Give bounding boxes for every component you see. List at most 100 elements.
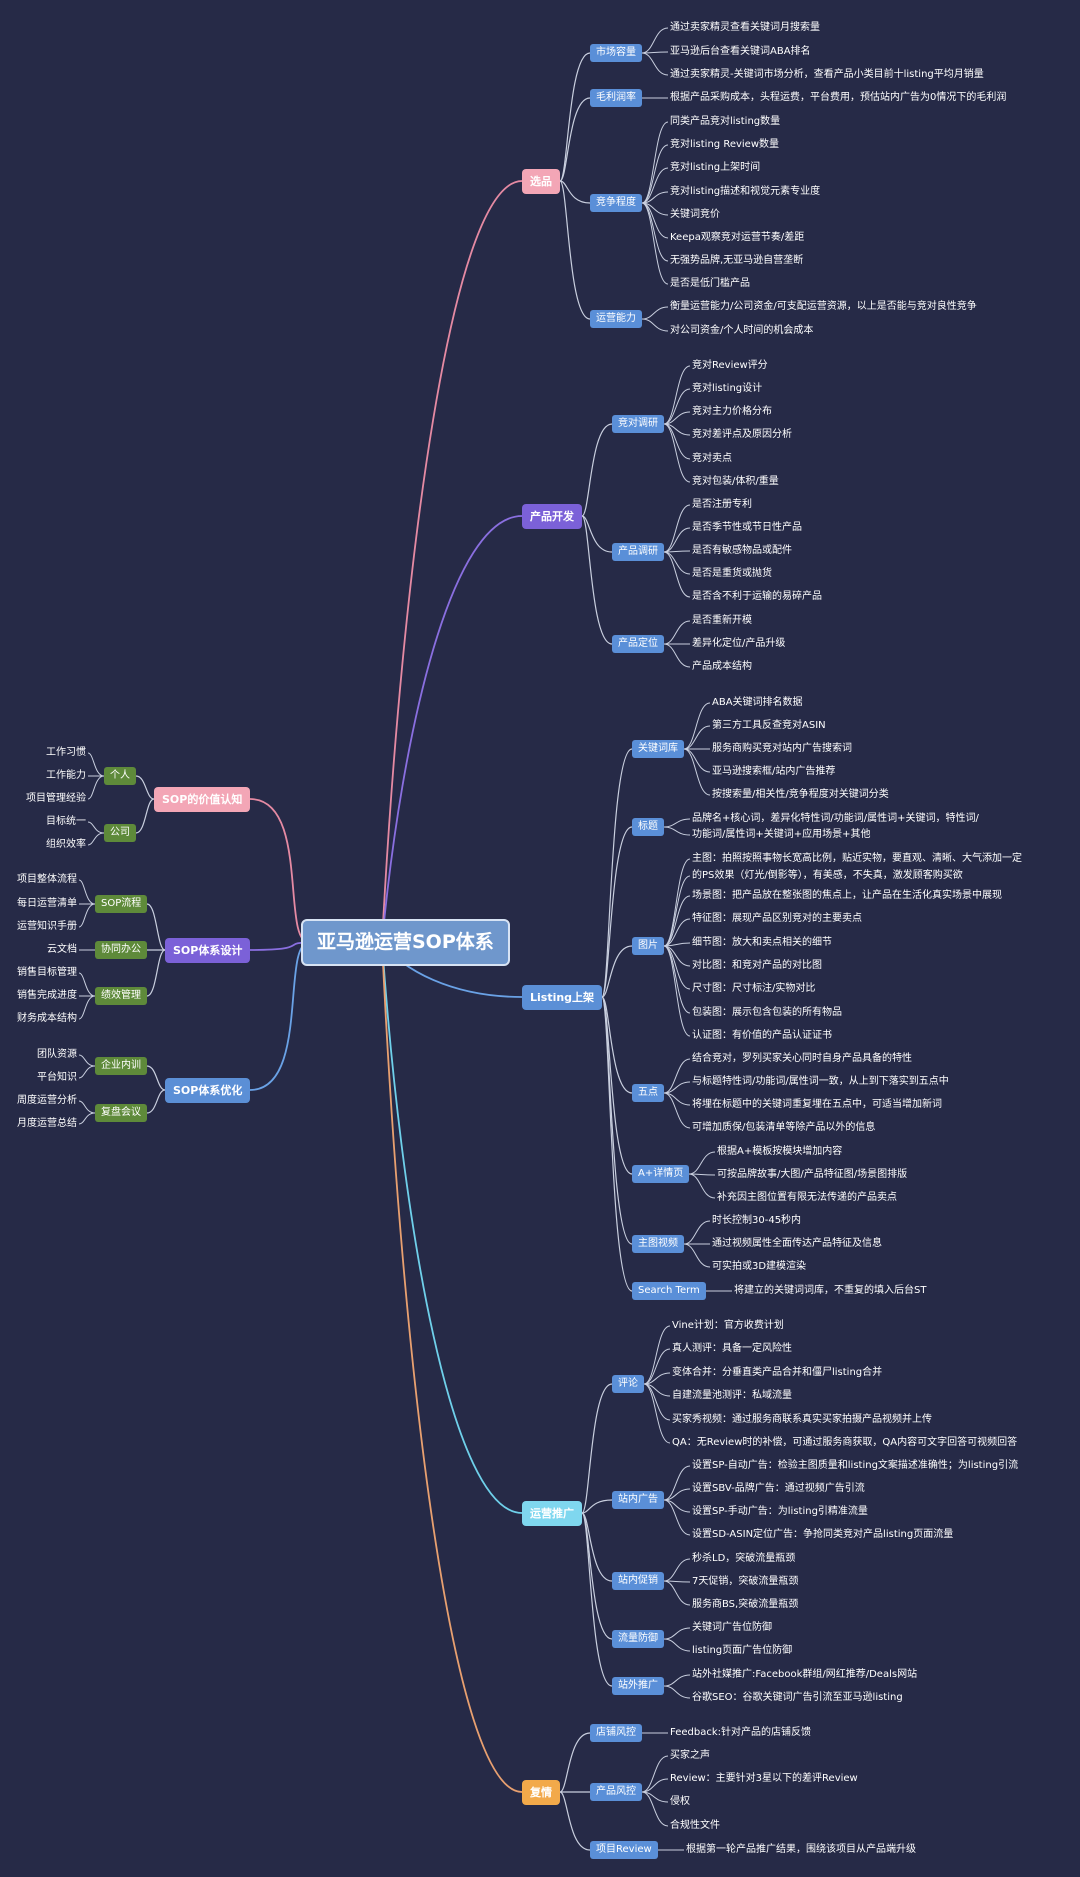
sub-topic-kaifa-2[interactable]: 产品定位 (612, 635, 664, 653)
connector-tuiguang-0-5 (643, 1383, 671, 1444)
connector-tuiguang-2-0 (663, 1558, 691, 1582)
leaf-listing-2-1: 的PS效果（灯光/倒影等），有美感，不失真，激发顾客购买欲 (692, 870, 963, 881)
leaf-kaifa-0-3: 竞对差评点及原因分析 (692, 429, 792, 440)
sub-topic-youhua-0[interactable]: 企业内训 (95, 1057, 147, 1075)
sub-topic-listing-1[interactable]: 标题 (632, 818, 664, 836)
leaf-xuanpin-2-0: 同类产品竞对listing数量 (670, 116, 781, 127)
sub-topic-kaifa-1[interactable]: 产品调研 (612, 543, 664, 561)
sub-topic-tuiguang-1[interactable]: 站内广告 (612, 1491, 664, 1509)
sub-topic-listing-6[interactable]: Search Term (632, 1282, 706, 1300)
leaf-listing-5-1: 通过视频属性全面传达产品特征及信息 (712, 1238, 882, 1249)
main-topic-sheji[interactable]: SOP体系设计 (165, 937, 251, 963)
main-topic-listing[interactable]: Listing上架 (522, 984, 603, 1010)
leaf-youhua-0-0: 团队资源 (37, 1049, 77, 1060)
sub-topic-listing-0[interactable]: 关键词库 (632, 740, 684, 758)
sub-topic-sheji-1[interactable]: 协同办公 (95, 941, 147, 959)
connector-renzhi-0-0 (87, 752, 105, 777)
sub-topic-sheji-0[interactable]: SOP流程 (95, 895, 148, 913)
sub-topic-tuiguang-3[interactable]: 流量防御 (612, 1630, 664, 1648)
sub-topic-xuanpin-1[interactable]: 毛利润率 (590, 89, 642, 107)
connector-root-renzhi (249, 798, 310, 944)
leaf-listing-2-5: 对比图：和竞对产品的对比图 (692, 960, 822, 971)
connector-sheji-0-2 (78, 903, 96, 928)
sub-topic-sheji-2[interactable]: 绩效管理 (95, 987, 147, 1005)
sub-topic-xuanpin-3[interactable]: 运营能力 (590, 310, 642, 328)
connector-youhua-0-0 (78, 1054, 96, 1067)
sub-topic-listing-5[interactable]: 主图视频 (632, 1235, 684, 1253)
connector-listing-5-2 (683, 1243, 711, 1268)
leaf-listing-2-7: 包装图：展示包含包装的所有物品 (692, 1007, 842, 1018)
leaf-listing-2-0: 主图：拍照按照事物长宽高比例，贴近实物，要直观、清晰、大气添加一定 (692, 853, 1022, 864)
leaf-renzhi-1-1: 组织效率 (46, 839, 86, 850)
leaf-listing-2-2: 场景图：把产品放在整张图的焦点上，让产品在生活化真实场景中展现 (692, 890, 1002, 901)
sub-topic-fuqing-1[interactable]: 产品风控 (590, 1783, 642, 1801)
leaf-listing-5-2: 可实拍或3D建模渲染 (712, 1261, 807, 1272)
connector-listing-2-3 (663, 918, 691, 947)
leaf-xuanpin-2-7: 是否是低门槛产品 (670, 278, 750, 289)
sub-topic-kaifa-0[interactable]: 竞对调研 (612, 415, 664, 433)
connector-renzhi-1-1 (87, 832, 105, 846)
sub-topic-listing-3[interactable]: 五点 (632, 1084, 664, 1102)
main-topic-tuiguang[interactable]: 运营推广 (522, 1500, 582, 1526)
leaf-xuanpin-1-0: 根据产品采购成本，头程运费，平台费用，预估站内广告为0情况下的毛利润 (670, 92, 1007, 103)
leaf-tuiguang-4-1: 谷歌SEO：谷歌关键词广告引流至亚马逊listing (692, 1692, 903, 1703)
sub-topic-listing-2[interactable]: 图片 (632, 937, 664, 955)
leaf-tuiguang-0-1: 真人测评：具备一定风险性 (672, 1343, 792, 1354)
sub-topic-fuqing-0[interactable]: 店铺风控 (590, 1724, 642, 1742)
leaf-youhua-1-0: 周度运营分析 (17, 1095, 77, 1106)
sub-topic-youhua-1[interactable]: 复盘会议 (95, 1104, 147, 1122)
sub-topic-renzhi-1[interactable]: 公司 (104, 824, 136, 842)
connector-listing-4-2 (688, 1173, 716, 1199)
main-topic-kaifa[interactable]: 产品开发 (522, 503, 582, 529)
connector-listing-2-2 (663, 895, 691, 947)
connector-tuiguang-0 (581, 1383, 613, 1514)
sub-topic-tuiguang-0[interactable]: 评论 (612, 1375, 644, 1393)
connector-listing-0-1 (683, 725, 711, 750)
leaf-listing-4-1: 可按品牌故事/大图/产品特征图/场景图排版 (717, 1169, 908, 1180)
connector-sheji-2-2 (78, 995, 96, 1020)
connector-listing-1-1 (663, 826, 691, 836)
connector-kaifa-2 (581, 515, 613, 645)
leaf-renzhi-0-2: 项目管理经验 (26, 793, 86, 804)
leaf-listing-0-0: ABA关键词排名数据 (712, 697, 803, 708)
leaf-tuiguang-1-2: 设置SP-手动广告：为listing引精准流量 (692, 1506, 868, 1517)
connector-listing-0-4 (683, 748, 711, 796)
leaf-listing-4-2: 补充因主图位置有限无法传递的产品卖点 (717, 1192, 897, 1203)
connector-tuiguang-0-1 (643, 1348, 671, 1385)
connector-sheji-2-0 (78, 972, 96, 997)
sub-topic-fuqing-2[interactable]: 项目Review (590, 1841, 658, 1859)
sub-topic-listing-4[interactable]: A+详情页 (632, 1165, 690, 1183)
connector-fuqing-1-3 (641, 1791, 669, 1827)
main-topic-youhua[interactable]: SOP体系优化 (165, 1077, 251, 1103)
leaf-tuiguang-3-1: listing页面广告位防御 (692, 1645, 793, 1656)
leaf-renzhi-1-0: 目标统一 (46, 816, 86, 827)
sub-topic-xuanpin-0[interactable]: 市场容量 (590, 44, 642, 62)
main-topic-renzhi[interactable]: SOP的价值认知 (154, 786, 251, 812)
connector-xuanpin-3-1 (641, 318, 669, 332)
leaf-xuanpin-3-0: 衡量运营能力/公司资金/可支配运营资源，以上是否能与竞对良性竞争 (670, 301, 977, 312)
main-topic-fuqing[interactable]: 复情 (522, 1779, 560, 1805)
connector-listing-0-0 (683, 702, 711, 750)
sub-topic-renzhi-0[interactable]: 个人 (104, 767, 136, 785)
connector-tuiguang-2-2 (663, 1580, 691, 1606)
leaf-kaifa-2-0: 是否重新开模 (692, 615, 752, 626)
connector-kaifa-1-0 (663, 504, 691, 553)
leaf-youhua-0-1: 平台知识 (37, 1072, 77, 1083)
connector-root-kaifa (381, 515, 523, 943)
connector-tuiguang-2 (581, 1512, 613, 1582)
root-topic[interactable]: 亚马逊运营SOP体系 (301, 919, 510, 966)
leaf-listing-2-8: 认证图：有价值的产品认证证书 (692, 1030, 832, 1041)
connector-kaifa-1-4 (663, 551, 691, 598)
leaf-listing-0-1: 第三方工具反查竞对ASIN (712, 720, 826, 731)
sub-topic-tuiguang-4[interactable]: 站外推广 (612, 1677, 664, 1695)
main-topic-xuanpin[interactable]: 选品 (522, 168, 560, 194)
leaf-kaifa-0-2: 竞对主力价格分布 (692, 406, 772, 417)
sub-topic-tuiguang-2[interactable]: 站内促销 (612, 1572, 664, 1590)
leaf-tuiguang-1-1: 设置SBV-品牌广告：通过视频广告引流 (692, 1483, 865, 1494)
connector-tuiguang-4 (581, 1512, 613, 1687)
sub-topic-xuanpin-2[interactable]: 竞争程度 (590, 194, 642, 212)
connector-fuqing-0 (559, 1732, 591, 1793)
connector-xuanpin-0-0 (641, 27, 669, 54)
connector-renzhi-1-0 (87, 821, 105, 834)
connector-xuanpin-2 (559, 180, 591, 204)
